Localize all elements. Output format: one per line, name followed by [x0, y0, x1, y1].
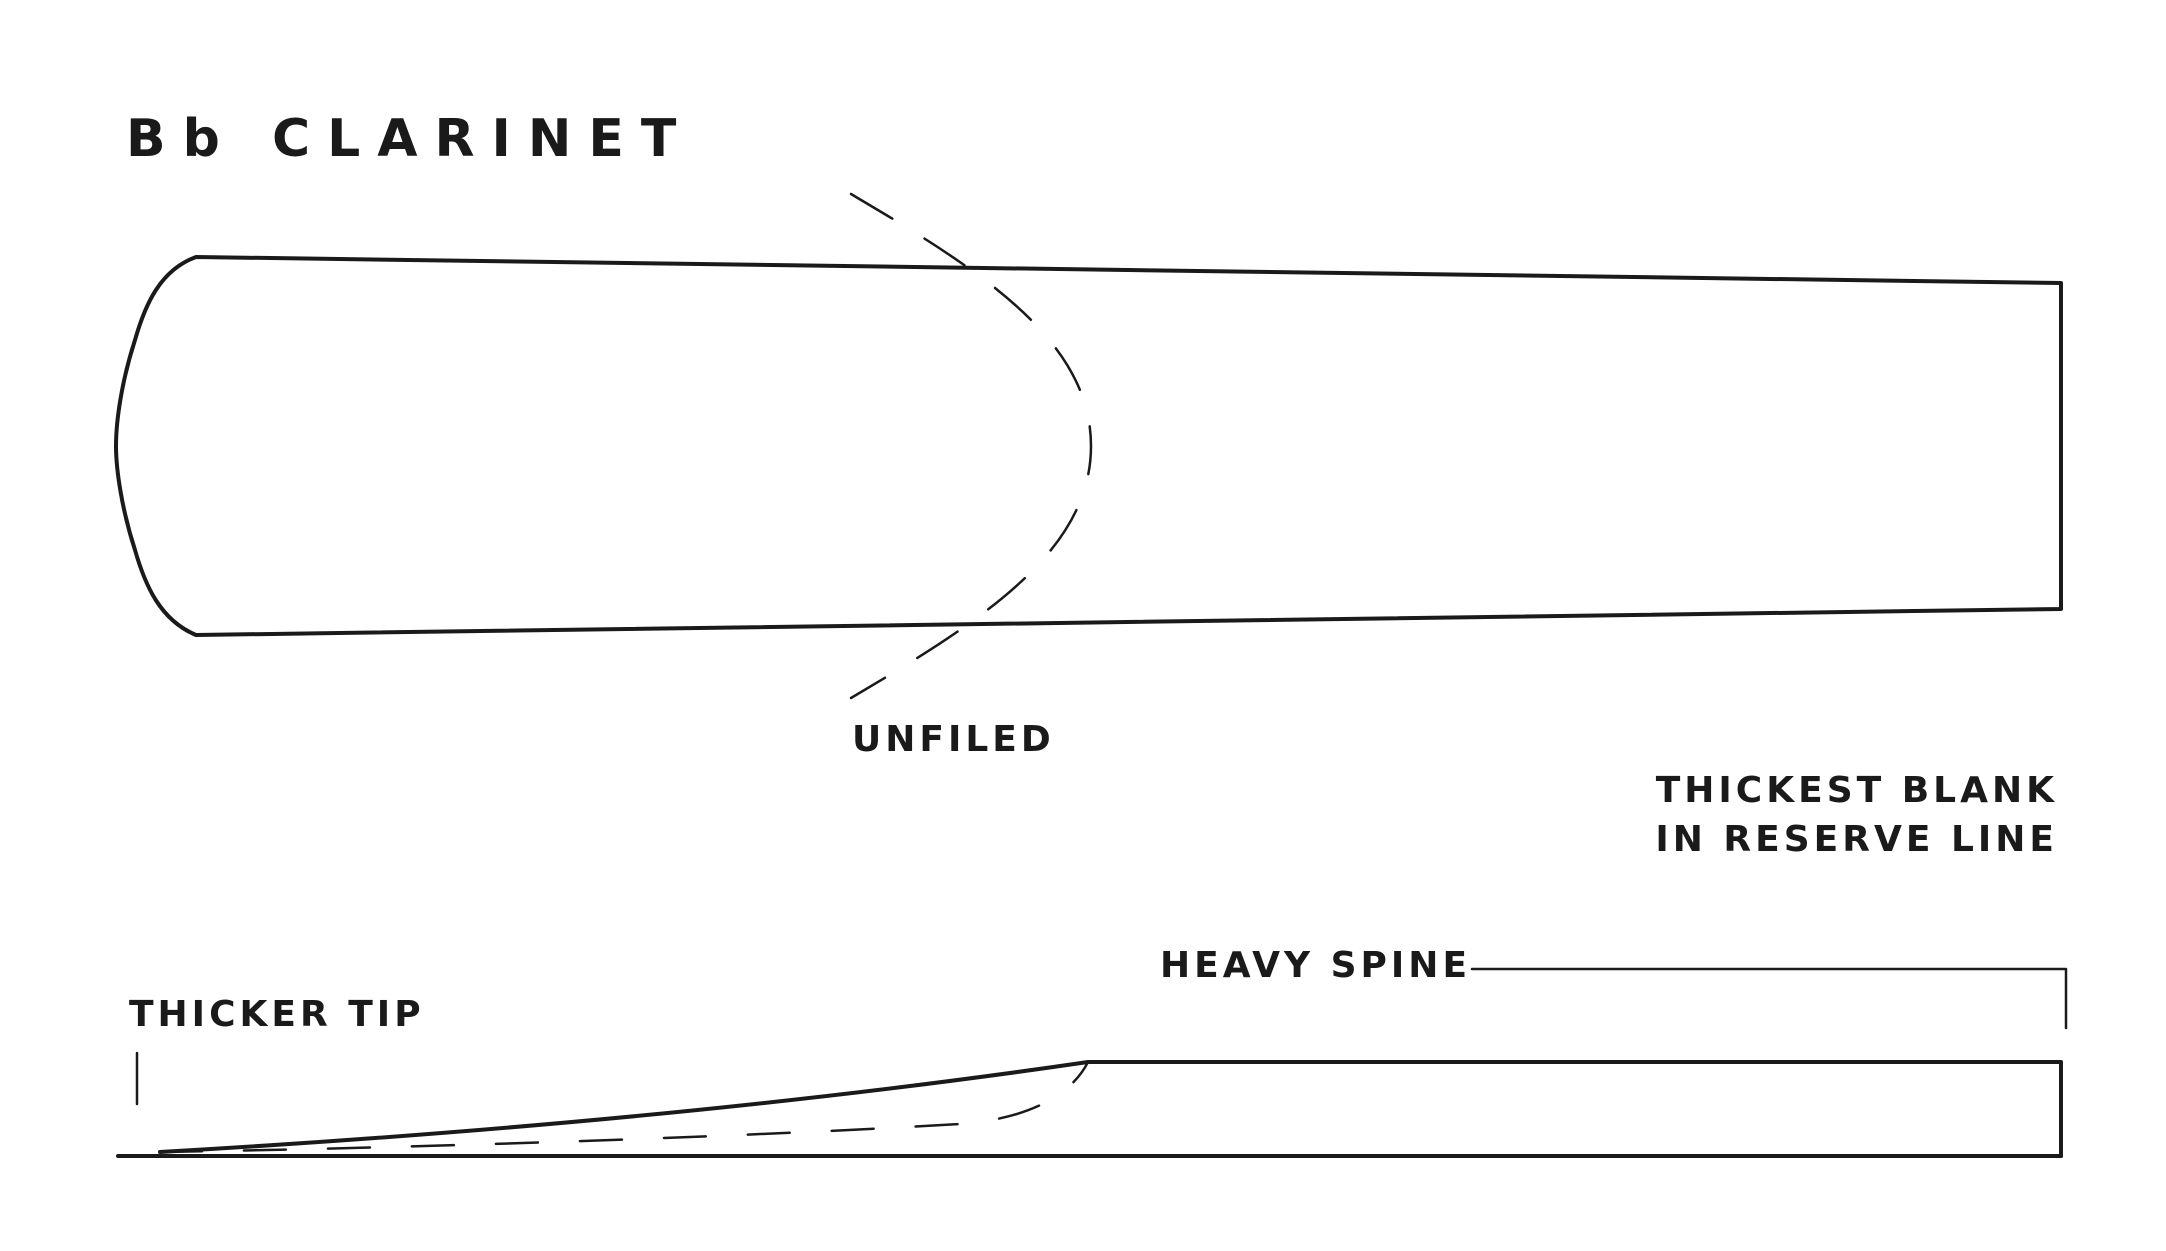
reed-side-profile-outline	[158, 1060, 2063, 1158]
unfiled-vamp-dashed-curve	[849, 192, 1093, 700]
reed-top-view-outline	[114, 255, 2063, 637]
heavy-spine-leader-line	[1470, 967, 2068, 1030]
thickest-blank-label-line2: IN RESERVE LINE	[1655, 819, 2058, 860]
thickest-blank-label: THICKEST BLANK IN RESERVE LINE	[1655, 766, 2058, 864]
thicker-tip-label: THICKER TIP	[129, 994, 425, 1035]
thickest-blank-label-line1: THICKEST BLANK	[1655, 770, 2058, 811]
heavy-spine-label: HEAVY SPINE	[1160, 945, 1472, 986]
unfiled-label: UNFILED	[852, 719, 1055, 760]
diagram-title: Bb CLARINET	[126, 109, 694, 169]
unfiled-profile-dashed-curve	[158, 1060, 1090, 1154]
